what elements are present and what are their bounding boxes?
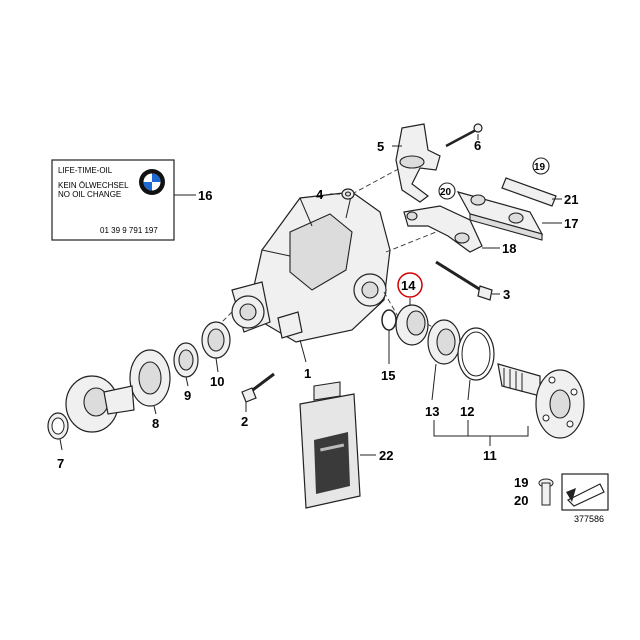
oil-bottle-22[interactable] — [299, 381, 361, 509]
callout-17[interactable]: 17 — [564, 216, 578, 231]
ring-9[interactable] — [173, 342, 199, 378]
mounting-bracket-5[interactable] — [395, 123, 441, 203]
output-shaft-11[interactable] — [497, 363, 585, 439]
callout-18[interactable]: 18 — [502, 241, 516, 256]
callout-8[interactable]: 8 — [152, 416, 159, 431]
legend-ref-20: 20 — [514, 493, 528, 508]
gasket-12[interactable] — [457, 327, 495, 381]
sticker-line-1: LIFE-TIME-OIL — [58, 166, 113, 175]
callout-3[interactable]: 3 — [503, 287, 510, 302]
callout-6[interactable]: 6 — [474, 138, 481, 153]
highlight-ring-14 — [397, 272, 423, 298]
diagram-number: 377586 — [574, 514, 604, 524]
callout-7[interactable]: 7 — [57, 456, 64, 471]
sticker-line-3: NO OIL CHANGE — [58, 190, 121, 199]
callout-20[interactable]: 20 — [440, 187, 452, 198]
callout-14[interactable]: 14 — [401, 278, 416, 293]
bracket-18[interactable] — [403, 205, 483, 253]
bolt-3[interactable] — [435, 260, 493, 301]
sticker-part-number: 01 39 9 791 197 — [100, 226, 158, 235]
differential-housing[interactable] — [231, 191, 391, 343]
bearing-14[interactable] — [395, 304, 429, 346]
callout-11[interactable]: 11 — [483, 448, 497, 463]
callout-13[interactable]: 13 — [425, 404, 439, 419]
callout-19[interactable]: 19 — [534, 162, 546, 173]
callout-1[interactable]: 1 — [304, 366, 311, 381]
bolt-2[interactable] — [241, 372, 275, 403]
callout-2[interactable]: 2 — [241, 414, 248, 429]
rubber-mount-17[interactable] — [456, 191, 544, 241]
plate-21[interactable] — [501, 177, 557, 207]
legend-ref-19: 19 — [514, 475, 528, 490]
seal-13[interactable] — [427, 319, 461, 365]
bolt-6[interactable] — [445, 123, 483, 148]
callout-12[interactable]: 12 — [460, 404, 474, 419]
callout-22[interactable]: 22 — [379, 448, 393, 463]
output-flange[interactable] — [65, 375, 135, 433]
bottle-label — [314, 432, 350, 494]
callout-15[interactable]: 15 — [381, 368, 395, 383]
callout-16[interactable]: 16 — [198, 188, 212, 203]
oil-label-sticker[interactable]: LIFE-TIME-OIL KEIN ÖLWECHSEL NO OIL CHAN… — [51, 159, 175, 241]
bolt-icon — [538, 478, 554, 506]
callout-9[interactable]: 9 — [184, 388, 191, 403]
bmw-logo-icon — [139, 169, 165, 195]
callout-21[interactable]: 21 — [564, 192, 578, 207]
callout-10[interactable]: 10 — [210, 374, 224, 389]
callout-5[interactable]: 5 — [377, 139, 384, 154]
legend-box: 19 20 377586 — [514, 473, 609, 524]
nut-4[interactable] — [341, 188, 355, 200]
callout-4[interactable]: 4 — [316, 187, 324, 202]
o-ring-15[interactable] — [381, 309, 397, 331]
flange-cover-8[interactable] — [129, 349, 171, 407]
snap-ring-7[interactable] — [47, 412, 69, 440]
arrow-icon — [566, 483, 605, 507]
sticker-line-2: KEIN ÖLWECHSEL — [58, 181, 129, 190]
seal-ring-10[interactable] — [201, 321, 231, 359]
